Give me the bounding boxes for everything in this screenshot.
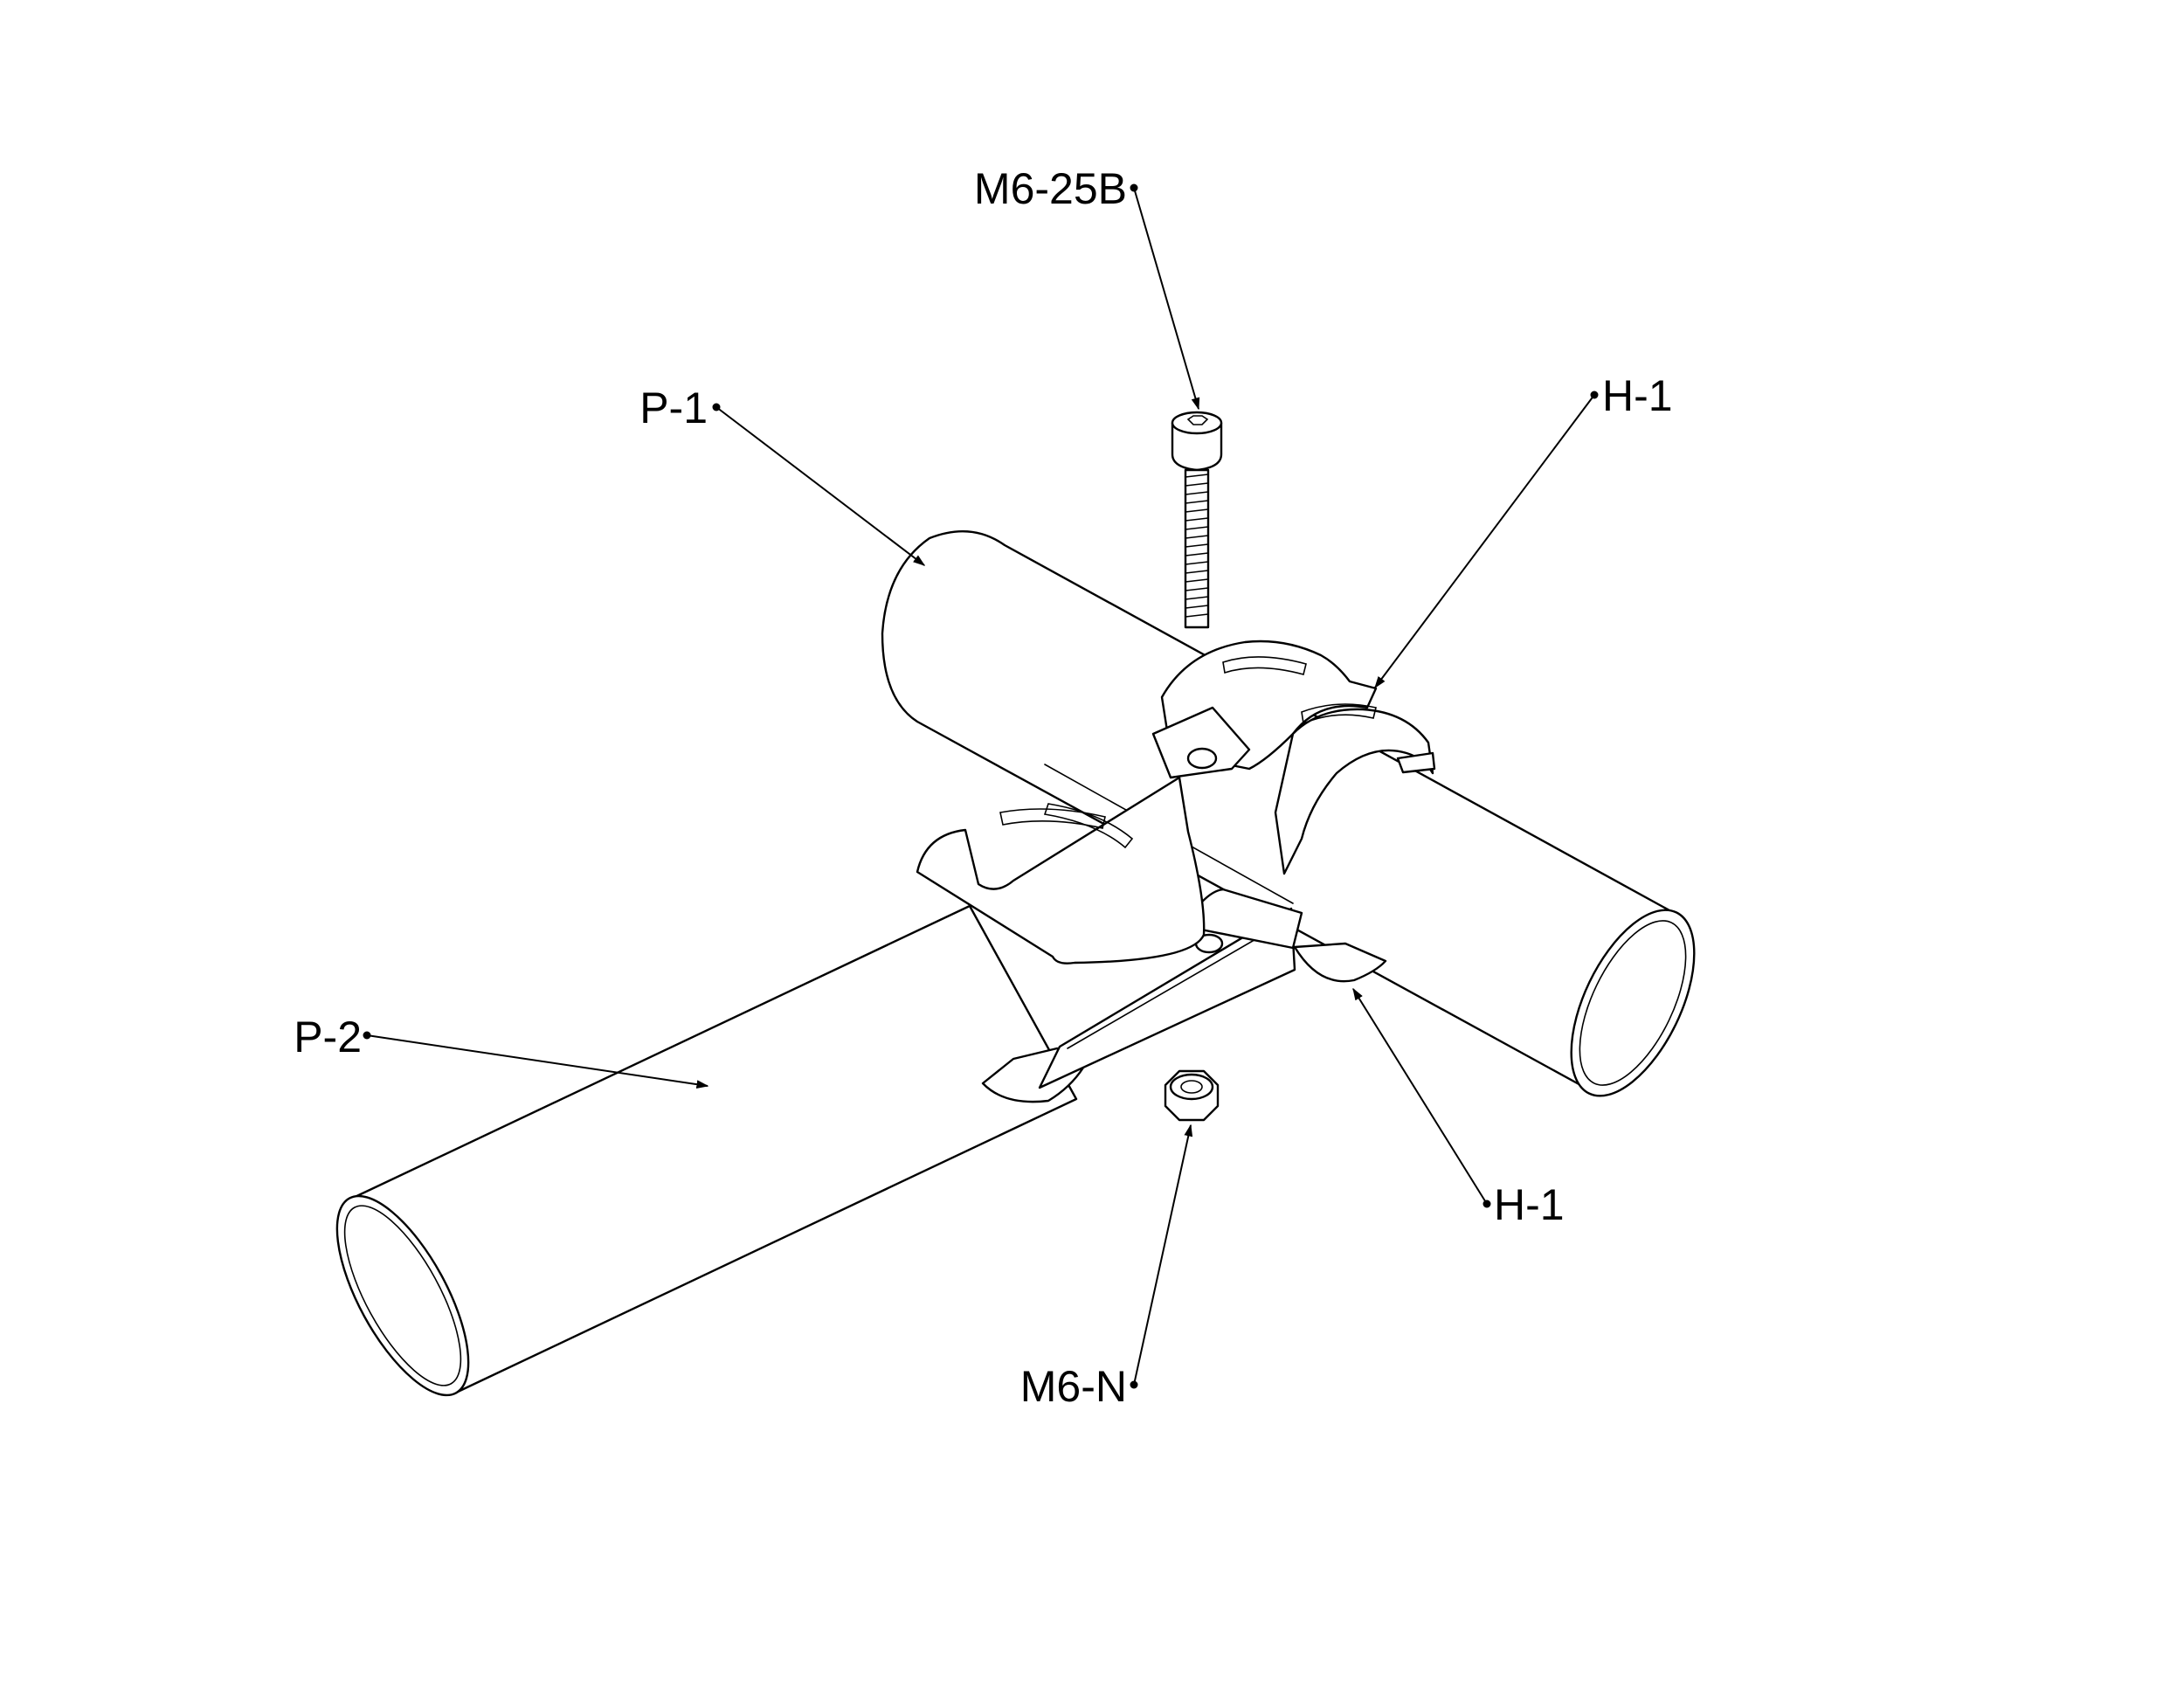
leader-bolt [1130,183,1200,411]
label-nut-m6-n: M6-N [1020,1362,1127,1411]
label-pipe-p2: P-2 [294,1013,362,1061]
label-joint-h1-lower: H-1 [1494,1180,1565,1229]
pipe-p2 [335,904,1078,1397]
leader-joint-lower [1352,987,1491,1208]
leader-pipe-p2 [363,1031,709,1089]
label-bolt-m6-25b: M6-25B [974,164,1127,213]
bolt-m6-25b [1171,411,1223,629]
leader-pipe-p1 [712,403,926,566]
label-pipe-p1: P-1 [639,384,708,432]
joint-h1-lower [981,888,1387,1103]
joint-h1-upper [916,640,1436,964]
leader-joint-upper [1374,391,1599,689]
leader-nut [1130,1124,1193,1389]
label-joint-h1-upper: H-1 [1602,371,1673,420]
nut-m6-n [1164,1069,1220,1122]
